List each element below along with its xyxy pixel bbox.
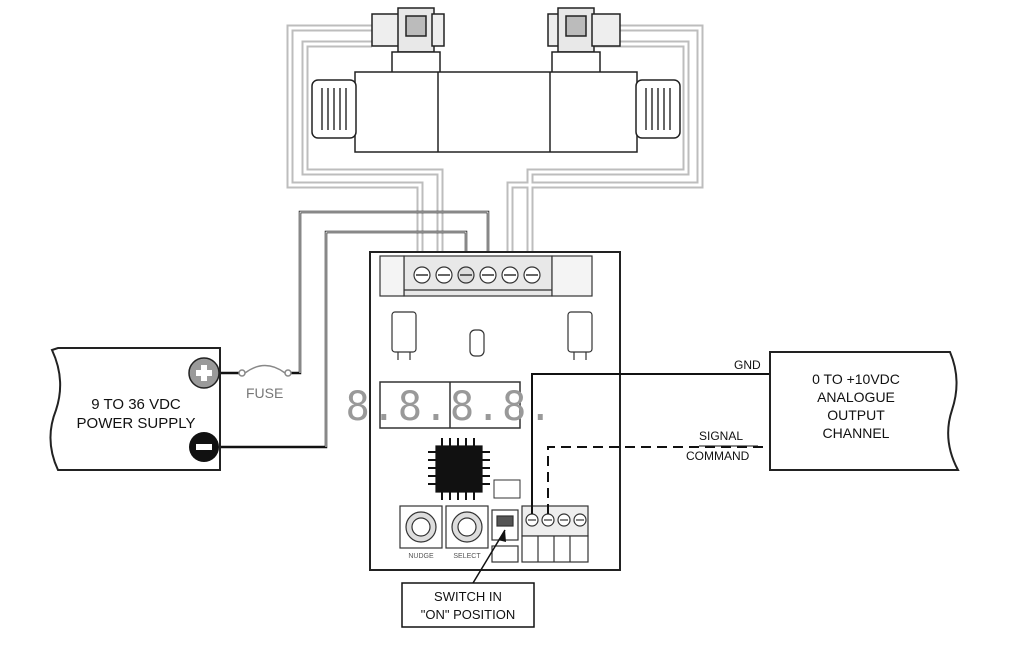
output-line3: OUTPUT	[827, 407, 885, 423]
power-wires-inner	[299, 211, 489, 447]
display-digits: 8.8.8.8.	[346, 384, 555, 430]
pot-label-select: SELECT	[453, 553, 481, 560]
output-channel-box	[769, 351, 960, 471]
coil-connector-left	[371, 13, 401, 47]
power-supply-line1: 9 TO 36 VDC	[91, 396, 181, 413]
board-components	[391, 311, 593, 360]
coil-wires-inner	[288, 26, 702, 252]
output-line4: CHANNEL	[823, 425, 890, 441]
microcontroller-chip	[428, 438, 490, 500]
fuse-label: FUSE	[246, 385, 283, 401]
command-label: COMMAND	[686, 449, 750, 463]
output-wires	[531, 373, 770, 514]
output-line1: 0 TO +10VDC	[812, 371, 900, 387]
power-supply-line2: POWER SUPPLY	[77, 415, 196, 432]
bottom-terminal-block	[521, 505, 589, 563]
seven-segment-display: 8.8.8.8.	[346, 381, 555, 430]
switch-callout	[401, 529, 535, 628]
mode-label-box	[493, 479, 521, 499]
fuse	[238, 364, 292, 377]
switch-callout-line1: SWITCH IN	[434, 589, 502, 604]
potentiometers	[399, 505, 489, 549]
signal-command-wire	[547, 446, 770, 514]
solenoid-valve	[311, 7, 681, 153]
switch-callout-line2: "ON" POSITION	[421, 607, 515, 622]
signal-label: SIGNAL	[699, 429, 743, 443]
power-supply-box	[49, 347, 221, 471]
top-terminal-block	[379, 255, 593, 297]
gnd-wire	[531, 373, 770, 514]
gnd-label: GND	[734, 358, 761, 372]
output-line2: ANALOGUE	[817, 389, 895, 405]
power-supply-terminals	[188, 357, 220, 462]
pot-label-nudge: NUDGE	[408, 553, 434, 560]
